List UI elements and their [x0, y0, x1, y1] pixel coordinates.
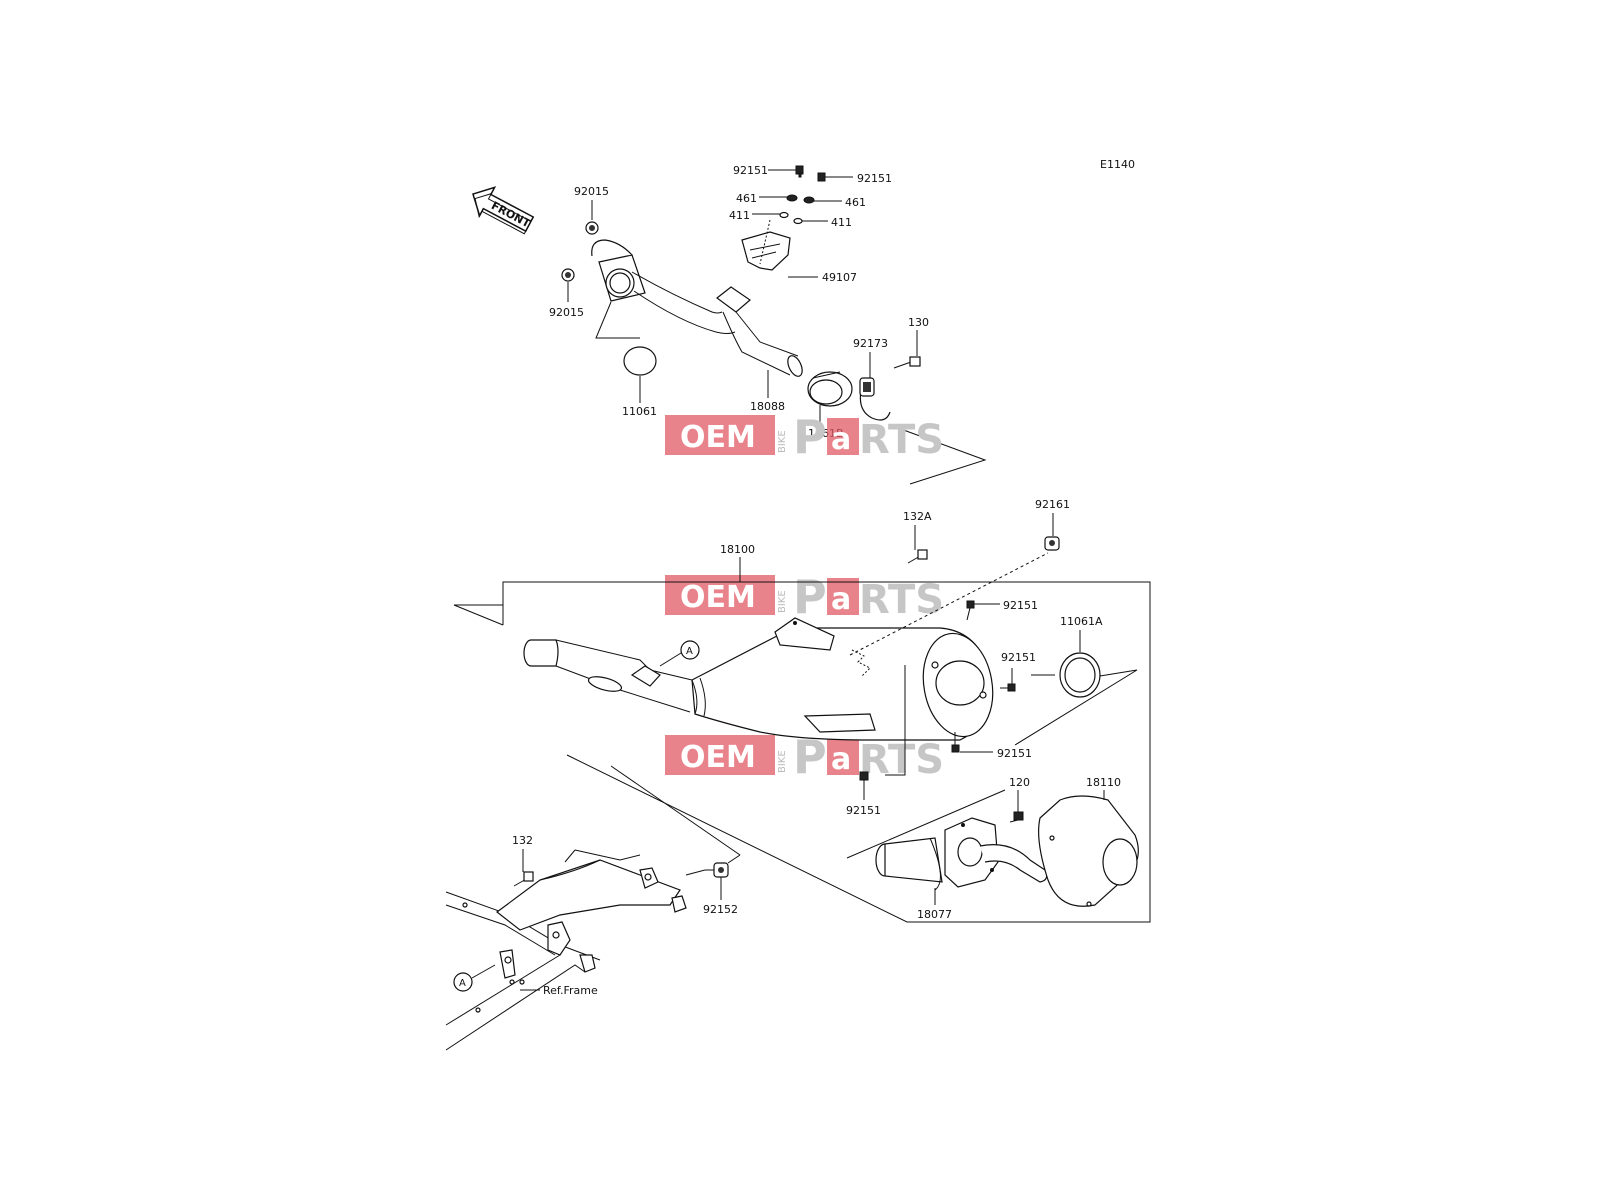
frame-reference [445, 849, 687, 1051]
label-18100: 18100 [720, 543, 755, 556]
label-11061: 11061 [622, 405, 657, 418]
watermark-bike-2: BIKE [777, 590, 788, 613]
nut-92161 [1044, 513, 1060, 551]
watermark-a-3: a [831, 742, 851, 777]
watermark-1: OEM BIKE P a RTS [665, 410, 944, 464]
ref-marker-a-pipe: A [686, 646, 693, 657]
gasket-11061a [1014, 630, 1138, 746]
label-120: 120 [1009, 776, 1030, 789]
label-132a: 132A [903, 510, 932, 523]
end-cap-18110 [1038, 790, 1139, 907]
screw-120 [1009, 790, 1024, 823]
label-92015-bottom: 92015 [549, 306, 584, 319]
bolt-92151-cap-top [966, 600, 1000, 621]
watermark-a-2: a [831, 582, 851, 617]
washer-411-right [793, 217, 828, 225]
bolt-92151-bottom [859, 665, 906, 800]
label-18110: 18110 [1086, 776, 1121, 789]
label-461-left: 461 [736, 192, 757, 205]
ref-marker-a-frame-text: A [459, 978, 466, 989]
bolt-132a [907, 525, 928, 564]
bolt-92151-cap-mid [1000, 668, 1016, 692]
label-92152: 92152 [703, 903, 738, 916]
watermark-bike-3: BIKE [777, 750, 788, 773]
bolt-132 [513, 849, 534, 887]
front-arrow-icon: FRONT [472, 186, 535, 235]
nut-92015-top [585, 200, 599, 235]
label-11061a: 11061A [1060, 615, 1103, 628]
watermark-p-1: P [793, 410, 827, 464]
label-92151-muffler-bottom: 92151 [846, 804, 881, 817]
label-92015-top: 92015 [574, 185, 609, 198]
label-130: 130 [908, 316, 929, 329]
nut-461-left [759, 194, 798, 202]
watermark-a-1: a [831, 422, 851, 457]
watermark-rts-1: RTS [859, 417, 944, 463]
clamp-92173 [859, 352, 891, 421]
label-92151-muffler-mid: 92151 [1001, 651, 1036, 664]
label-411-right: 411 [831, 216, 852, 229]
label-92151-top-left: 92151 [733, 164, 768, 177]
nut-461-right [803, 196, 842, 204]
label-461-right: 461 [845, 196, 866, 209]
watermark-2: OEM BIKE P a RTS [665, 570, 944, 624]
bolt-92151-top-left [768, 165, 804, 178]
muffler-assembly-outline [453, 557, 1151, 923]
label-92173: 92173 [853, 337, 888, 350]
label-411-left: 411 [729, 209, 750, 222]
nut-92152 [685, 862, 729, 900]
header-pipe-18088 [591, 239, 803, 377]
watermark-rts-3: RTS [859, 737, 944, 783]
muffler-18100: A [523, 552, 1049, 741]
watermark-bike-1: BIKE [777, 430, 788, 453]
label-18077: 18077 [917, 908, 952, 921]
diagram-code: E1140 [1100, 158, 1135, 171]
label-132: 132 [512, 834, 533, 847]
label-92151-muffler-low: 92151 [997, 747, 1032, 760]
watermark-p-2: P [793, 570, 827, 624]
watermark-oem-1: OEM [680, 420, 756, 455]
label-92151-top-right: 92151 [857, 172, 892, 185]
ref-frame-label: Ref.Frame [543, 984, 598, 997]
heat-guard-49107 [741, 219, 818, 278]
label-18088: 18088 [750, 400, 785, 413]
gasket-11061b [807, 371, 853, 425]
gasket-11061 [595, 301, 657, 403]
watermark-rts-2: RTS [859, 577, 944, 623]
label-92151-muffler-top: 92151 [1003, 599, 1038, 612]
ref-marker-a-frame: A [453, 964, 496, 992]
watermark-oem-3: OEM [680, 740, 756, 775]
bolt-130 [893, 330, 921, 369]
bolt-92151-top-right [817, 172, 853, 182]
label-92161: 92161 [1035, 498, 1070, 511]
nut-92015-bottom [561, 268, 575, 302]
label-49107: 49107 [822, 271, 857, 284]
silencer-insert-18077 [846, 789, 1048, 905]
washer-411-left [752, 211, 789, 219]
bolt-92151-cap-low [951, 732, 993, 753]
watermark-oem-2: OEM [680, 580, 756, 615]
